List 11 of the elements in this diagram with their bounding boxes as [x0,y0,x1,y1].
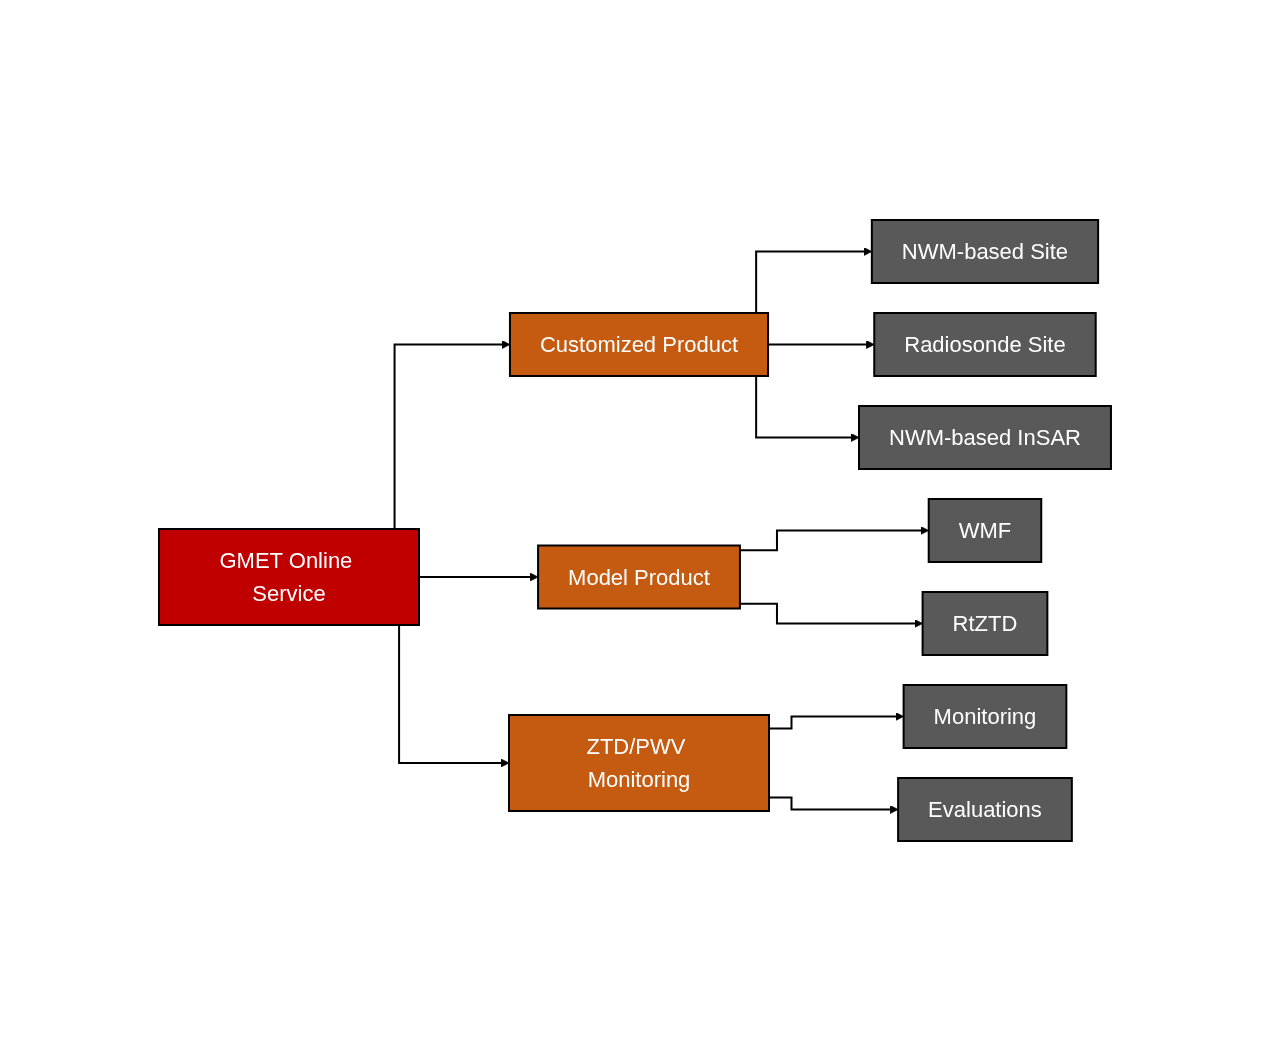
node-box: Monitoring [902,684,1067,749]
node-box: WMF [927,498,1042,563]
node-box: Customized Product [508,312,769,377]
node-box: Model Product [536,544,741,610]
node-box: GMET Online Service [157,528,420,626]
node-box: Evaluations [896,777,1073,842]
node-box: NWM-based InSAR [857,405,1112,470]
node-box: NWM-based Site [870,219,1099,284]
node-box: ZTD/PWV Monitoring [507,714,770,812]
node-box: RtZTD [921,591,1048,656]
node-box: Radiosonde Site [872,312,1097,377]
